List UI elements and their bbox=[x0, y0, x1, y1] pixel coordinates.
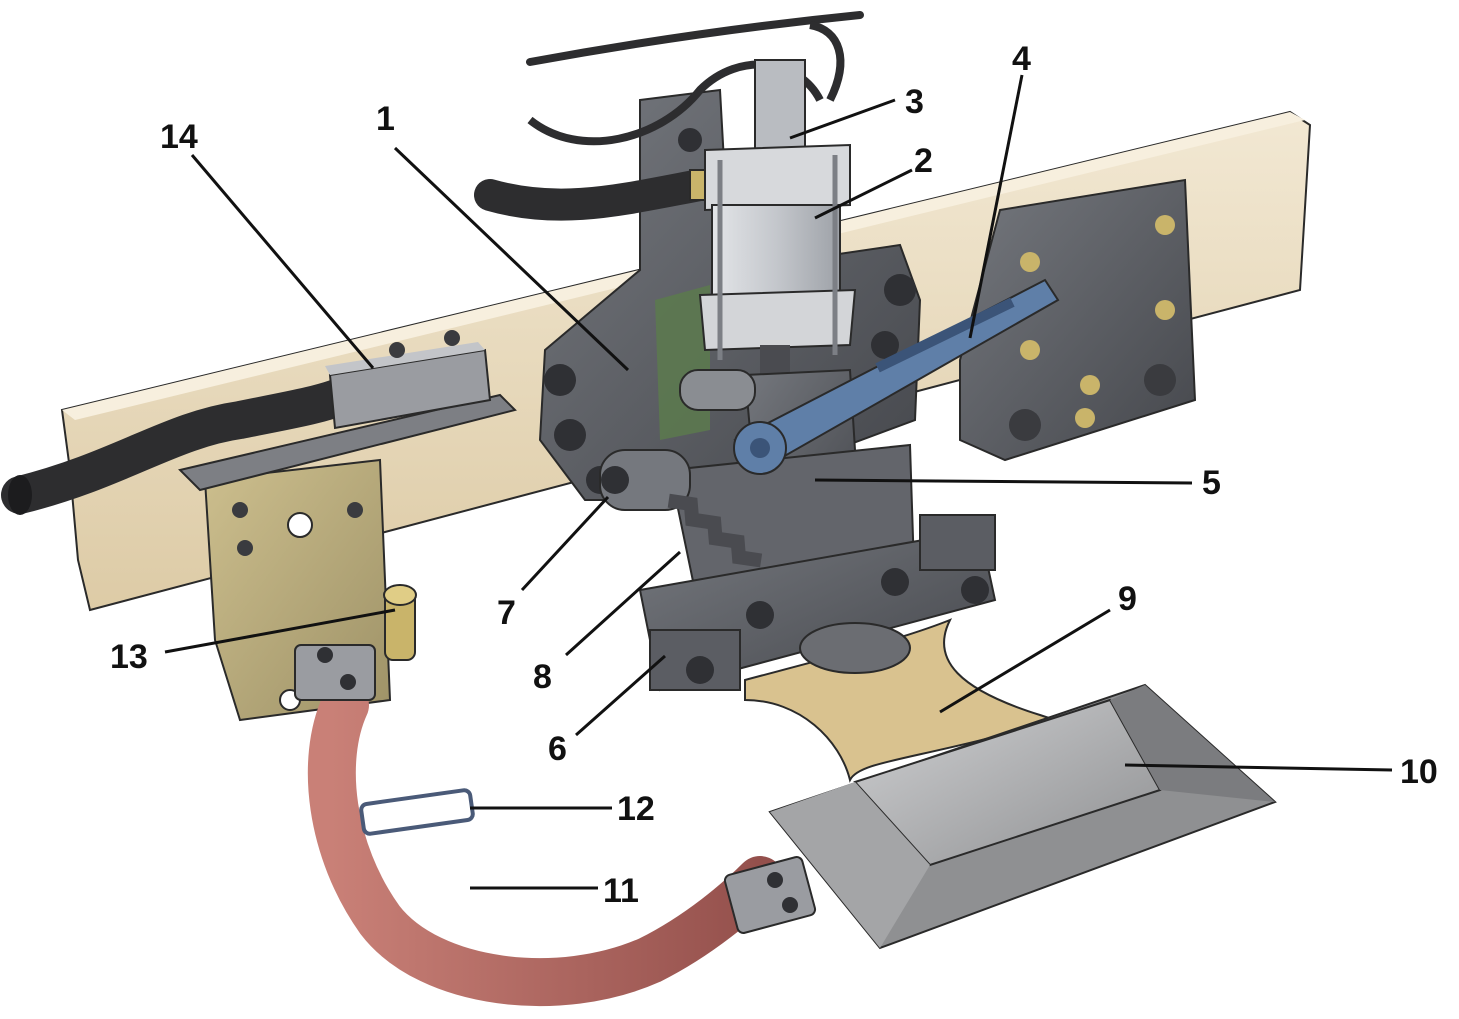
shoe-holder bbox=[638, 514, 997, 692]
terminal-stud bbox=[383, 584, 417, 661]
callout-12: 12 bbox=[617, 790, 655, 828]
callout-4: 4 bbox=[1012, 40, 1031, 78]
callouts: 1 2 3 4 5 6 7 8 9 10 11 12 13 14 bbox=[110, 40, 1438, 910]
air-hose-thick bbox=[474, 169, 716, 221]
shunt-lug-bottom bbox=[723, 856, 817, 934]
roller-and-spring bbox=[599, 449, 763, 568]
insulator-wood bbox=[744, 618, 1059, 783]
right-bolted-plate bbox=[959, 178, 1197, 462]
leader-lines bbox=[164, 74, 1393, 890]
contact-shoe bbox=[768, 683, 1277, 950]
air-hose-feed bbox=[809, 21, 845, 102]
hose-end-icon bbox=[8, 475, 32, 515]
callout-3: 3 bbox=[905, 83, 924, 121]
copper-shunt bbox=[307, 681, 784, 1007]
callout-1: 1 bbox=[376, 100, 395, 138]
callout-11: 11 bbox=[603, 872, 639, 910]
cable-clamp-block bbox=[325, 330, 492, 430]
callout-8: 8 bbox=[533, 658, 552, 696]
shunt-lug-top bbox=[294, 644, 376, 701]
callout-14: 14 bbox=[160, 118, 198, 156]
callout-2: 2 bbox=[914, 142, 933, 180]
cable-hose-left bbox=[1, 376, 364, 514]
pneumatic-cylinder bbox=[698, 59, 857, 385]
shunt-clip bbox=[359, 788, 475, 836]
air-hose-top bbox=[526, 11, 864, 66]
lever-arm bbox=[733, 278, 1060, 475]
callout-9: 9 bbox=[1118, 580, 1137, 618]
callout-13: 13 bbox=[110, 638, 148, 676]
callout-5: 5 bbox=[1202, 464, 1221, 502]
callout-10: 10 bbox=[1400, 753, 1438, 791]
spring-icon bbox=[667, 493, 763, 568]
callout-7: 7 bbox=[497, 594, 516, 632]
callout-6: 6 bbox=[548, 730, 567, 768]
